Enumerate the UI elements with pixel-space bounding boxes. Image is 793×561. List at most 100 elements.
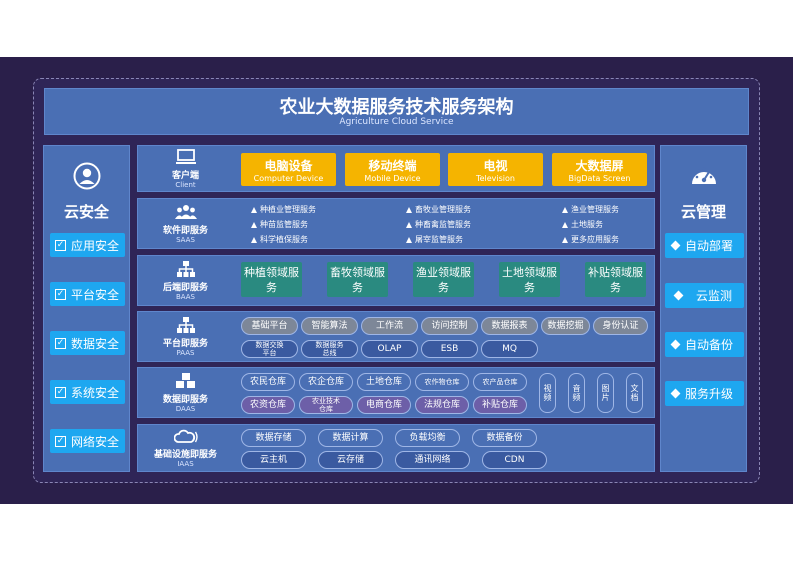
iaas-service-pill[interactable]: 负载均衡 [395,429,460,447]
saas-service-item[interactable]: 种植业管理服务 [251,204,316,215]
paas-service-pill[interactable]: 基础平台 [241,317,298,335]
paas-service-pill[interactable]: ESB [421,340,478,358]
daas-warehouse-pill[interactable]: 农作物仓库 [415,373,469,391]
triangle-icon [562,236,568,243]
iaas-service-pill[interactable]: CDN [482,451,547,469]
baas-domain-service[interactable]: 畜牧领域服务 [327,262,388,297]
daas-warehouse-pill[interactable]: 农业技术仓库 [299,396,353,414]
layer-iaas: 基础设施即服务 IAAS 数据存储 数据计算 负载均衡 数据备份 云主机 云存储… [137,424,655,472]
saas-service-item[interactable]: 科学植保服务 [251,234,308,245]
daas-warehouse-pill[interactable]: 农产品仓库 [473,373,527,391]
cloud-security-panel: 云安全 ✓ 应用安全 ✓ 平台安全 ✓数据安全 ✓系统安全 ✓网络安全 [43,145,130,472]
paas-service-pill[interactable]: 身份认证 [593,317,648,335]
client-label-zh: 电视 [483,158,508,173]
saas-service-item[interactable]: 种苗监管服务 [251,219,308,230]
paas-service-pill[interactable]: 数据挖掘 [541,317,590,335]
saas-service-item[interactable]: 屠宰监管服务 [406,234,463,245]
layer-saas-header: 软件即服务 SAAS [138,199,233,248]
security-item-label: 平台安全 [71,287,120,302]
cloud-security-title: 云安全 [63,203,109,221]
daas-media-pill[interactable]: 音频 [568,373,585,413]
saas-service-label: 屠宰监管服务 [415,235,463,244]
mgmt-item-upgrade[interactable]: 服务升级 [665,381,744,406]
saas-service-label: 种苗监管服务 [260,220,308,229]
baas-domain-service[interactable]: 种植领域服务 [241,262,302,297]
daas-warehouse-pill[interactable]: 补贴仓库 [473,396,527,414]
daas-warehouse-pill[interactable]: 电商仓库 [357,396,411,414]
triangle-icon [562,221,568,228]
security-item-app[interactable]: ✓ 应用安全 [50,233,125,257]
saas-service-label: 科学植保服务 [260,235,308,244]
security-item-data[interactable]: ✓数据安全 [50,331,125,355]
daas-warehouse-pill[interactable]: 农企仓库 [299,373,353,391]
diamond-icon [670,388,681,399]
layer-baas-header: 后端即服务 BAAS [138,256,233,305]
iaas-service-pill[interactable]: 云存储 [318,451,383,469]
paas-service-pill[interactable]: 数据交换平台 [241,340,298,358]
saas-service-label: 渔业管理服务 [571,205,619,214]
mgmt-item-label: 自动部署 [685,239,734,253]
mgmt-item-backup[interactable]: 自动备份 [665,332,744,357]
layer-title: 基础设施即服务 [153,450,217,460]
security-item-system[interactable]: ✓系统安全 [50,380,125,404]
paas-service-pill[interactable]: 智能算法 [301,317,358,335]
security-item-platform[interactable]: ✓ 平台安全 [50,282,125,306]
paas-service-pill[interactable]: OLAP [361,340,418,358]
daas-media-pill[interactable]: 图片 [597,373,614,413]
saas-service-item[interactable]: 更多应用服务 [562,234,619,245]
daas-media-pill[interactable]: 文档 [626,373,643,413]
daas-media-pill[interactable]: 视频 [539,373,556,413]
layer-client-header: 客户端 Client [138,146,233,191]
baas-domain-service[interactable]: 补贴领域服务 [585,262,646,297]
saas-service-item[interactable]: 渔业管理服务 [562,204,619,215]
diamond-icon [670,339,681,350]
security-item-label: 系统安全 [71,385,120,400]
saas-service-item[interactable]: 土地服务 [562,219,603,230]
title-bar: 农业大数据服务技术服务架构 Agriculture Cloud Service [44,88,749,135]
daas-warehouse-pill[interactable]: 法规仓库 [415,396,469,414]
security-item-label: 应用安全 [71,238,120,253]
baas-domain-service[interactable]: 渔业领域服务 [413,262,474,297]
paas-service-pill[interactable]: 工作流 [361,317,418,335]
paas-service-pill[interactable]: 数据服务总线 [301,340,358,358]
mgmt-item-deploy[interactable]: 自动部署 [665,233,744,258]
client-label-en: Mobile Device [364,173,421,183]
layer-title: 客户端 [171,170,199,181]
paas-service-pill[interactable]: 数据报表 [481,317,538,335]
checkbox-icon: ✓ [55,288,66,300]
layer-subtitle: BAAS [175,292,196,301]
iaas-service-pill[interactable]: 通讯网络 [395,451,470,469]
daas-warehouse-pill[interactable]: 农资仓库 [241,396,295,414]
iaas-service-pill[interactable]: 云主机 [241,451,306,469]
security-item-label: 网络安全 [71,434,120,449]
triangle-icon [562,206,568,213]
diagram-title: 农业大数据服务技术服务架构 [279,97,514,118]
diagram-subtitle: Agriculture Cloud Service [339,117,454,127]
saas-service-item[interactable]: 种畜禽监管服务 [406,219,471,230]
paas-service-pill[interactable]: 访问控制 [421,317,478,335]
security-item-network[interactable]: ✓网络安全 [50,429,125,453]
iaas-service-pill[interactable]: 数据备份 [472,429,537,447]
paas-service-pill[interactable]: MQ [481,340,538,358]
daas-warehouse-pill[interactable]: 土地仓库 [357,373,411,391]
client-label-en: BigData Screen [568,173,631,183]
iaas-service-pill[interactable]: 数据计算 [318,429,383,447]
cloud-management-title: 云管理 [680,203,726,221]
layer-title: 软件即服务 [162,225,208,236]
layer-subtitle: IAAS [177,460,194,468]
baas-domain-service[interactable]: 土地领域服务 [499,262,560,297]
checkbox-icon: ✓ [55,239,66,251]
user-icon [44,162,129,190]
iaas-service-pill[interactable]: 数据存储 [241,429,306,447]
mgmt-item-monitor[interactable]: 云监测 [665,283,744,308]
client-label-en: Television [476,173,515,183]
saas-service-item[interactable]: 畜牧业管理服务 [406,204,471,215]
client-label-en: Computer Device [253,173,324,183]
monitor-icon [175,148,196,164]
daas-warehouse-pill[interactable]: 农民仓库 [241,373,295,391]
